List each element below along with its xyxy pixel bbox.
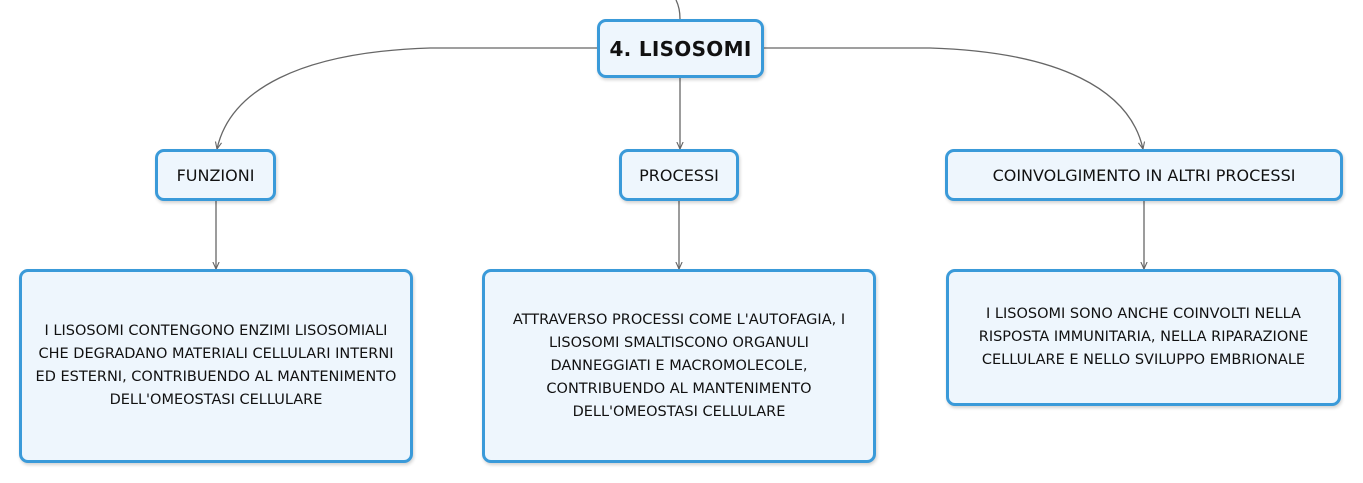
branch-topic-label: PROCESSI [639, 165, 719, 185]
branch-topic-funzioni[interactable]: FUNZIONI [155, 149, 276, 201]
branch-topic-label: FUNZIONI [176, 165, 255, 185]
root-topic-lisosomi[interactable]: 4. LISOSOMI [597, 19, 764, 78]
detail-topic-processi[interactable]: ATTRAVERSO PROCESSI COME L'AUTOFAGIA, I … [482, 269, 876, 463]
branch-topic-processi[interactable]: PROCESSI [619, 149, 739, 201]
detail-topic-text: I LISOSOMI CONTENGONO ENZIMI LISOSOMIALI… [35, 323, 397, 408]
detail-topic-funzioni[interactable]: I LISOSOMI CONTENGONO ENZIMI LISOSOMIALI… [19, 269, 413, 463]
detail-topic-text: ATTRAVERSO PROCESSI COME L'AUTOFAGIA, I … [512, 311, 846, 420]
connector-root-coinvolgimento [764, 47, 1143, 149]
connector-root-funzioni [217, 47, 597, 149]
branch-topic-label: COINVOLGIMENTO IN ALTRI PROCESSI [992, 165, 1296, 185]
detail-topic-text: I LISOSOMI SONO ANCHE COINVOLTI NELLA RI… [978, 306, 1309, 368]
branch-topic-coinvolgimento[interactable]: COINVOLGIMENTO IN ALTRI PROCESSI [945, 149, 1343, 201]
detail-topic-coinvolgimento[interactable]: I LISOSOMI SONO ANCHE COINVOLTI NELLA RI… [946, 269, 1341, 406]
connector-from-parent [675, 0, 681, 20]
root-topic-label: 4. LISOSOMI [609, 36, 752, 61]
